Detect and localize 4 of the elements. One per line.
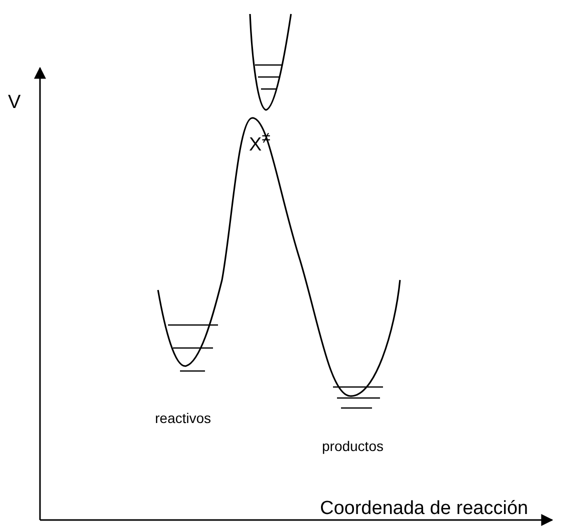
well-label: productos: [322, 438, 384, 454]
axis-label: V: [8, 92, 21, 114]
axis-label: Coordenada de reacción: [320, 498, 528, 520]
well-label: reactivos: [155, 410, 212, 426]
